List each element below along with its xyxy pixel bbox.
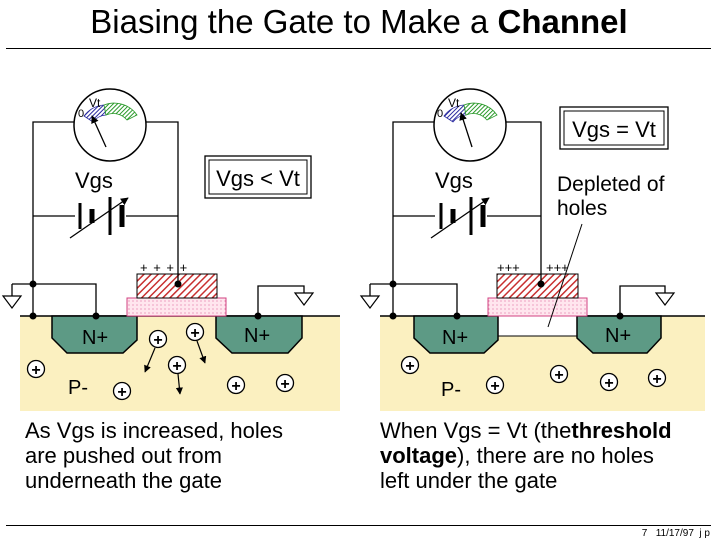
left-condition-text: Vgs < Vt <box>216 166 300 191</box>
svg-text:+: + <box>280 376 289 393</box>
right-caption-line: When Vgs = Vt (thethreshold <box>380 418 672 443</box>
left-holes: + + + + + + + <box>26 322 295 401</box>
depleted-label-line1: Depleted of <box>557 173 665 196</box>
right-gate <box>496 273 579 299</box>
right-source-label: N+ <box>442 327 468 349</box>
hole: + <box>485 375 505 395</box>
hole: + <box>400 355 420 375</box>
hole: + <box>647 368 667 388</box>
hole: + <box>26 359 46 379</box>
right-vgs-label: Vgs <box>435 168 473 193</box>
left-gate-oxide <box>126 297 227 317</box>
svg-text:+: + <box>31 362 40 379</box>
right-voltmeter-icon <box>433 88 507 162</box>
hole: + <box>148 329 168 349</box>
svg-text:+: + <box>153 332 162 349</box>
right-gate-charges-right: +++ <box>546 260 569 275</box>
hole: + <box>167 355 187 375</box>
left-caption-line: underneath the gate <box>25 468 222 493</box>
right-condition-box <box>559 106 669 150</box>
left-caption-line: are pushed out from <box>25 443 222 468</box>
left-gate-charges: + + + + <box>140 260 188 275</box>
svg-text:+: + <box>172 358 181 375</box>
svg-text:+: + <box>231 378 240 395</box>
hole: + <box>549 364 569 384</box>
footer-rule <box>6 525 711 526</box>
svg-text:+: + <box>604 375 613 392</box>
right-battery-icon <box>430 197 490 239</box>
depleted-label-line2: holes <box>557 197 607 220</box>
right-condition-text: Vgs = Vt <box>572 117 656 142</box>
left-meter-vt-label: Vt <box>89 96 101 110</box>
left-vgs-label: Vgs <box>75 168 113 193</box>
right-diagram: 0 Vt Vgs Vgs = Vt Depleted of holes + ++ … <box>359 88 705 411</box>
right-drain-label: N+ <box>605 325 631 347</box>
hole: + <box>185 322 205 342</box>
depleted-pointer <box>547 223 583 328</box>
right-meter-vt-label: Vt <box>448 96 460 110</box>
right-meter-zero-label: 0 <box>437 108 443 120</box>
left-caption: As Vgs is increased, holes are pushed ou… <box>25 418 283 493</box>
svg-text:+: + <box>190 325 199 342</box>
left-drain-label: N+ <box>244 325 270 347</box>
hole: + <box>112 381 132 401</box>
title-rule <box>6 48 711 49</box>
right-depletion-region <box>497 316 577 336</box>
right-holes: + + + + + <box>400 355 667 395</box>
svg-text:+: + <box>405 358 414 375</box>
svg-text:+: + <box>117 384 126 401</box>
left-ground-icon <box>1 295 23 309</box>
svg-text:+: + <box>490 378 499 395</box>
left-caption-line: As Vgs is increased, holes <box>25 418 284 443</box>
right-drain-diffusion <box>576 315 662 354</box>
left-drain-diffusion <box>215 315 303 354</box>
left-condition-box <box>204 155 312 199</box>
svg-text:+: + <box>554 367 563 384</box>
left-substrate-label: P- <box>68 377 88 399</box>
left-source-label: N+ <box>82 327 108 349</box>
right-caption-line: voltage), there are no holes <box>380 443 654 468</box>
right-caption: When Vgs = Vt (thethreshold voltage), th… <box>380 418 672 493</box>
right-substrate-label: P- <box>441 379 461 401</box>
right-drain-ground-icon <box>654 292 676 306</box>
hole: + <box>226 375 246 395</box>
left-drain-ground-icon <box>293 292 315 306</box>
left-voltmeter-icon <box>73 88 147 162</box>
hole: + <box>275 373 295 393</box>
right-caption-line: left under the gate <box>380 468 558 493</box>
slide-footer: 7 11/17/97 j p <box>641 528 710 539</box>
hole: + <box>599 372 619 392</box>
svg-text:+: + <box>652 371 661 388</box>
page-title: Biasing the Gate to Make a Channel <box>90 3 628 40</box>
right-ground-icon <box>359 295 381 309</box>
right-gate-charges-left: +++ <box>497 260 520 275</box>
left-diagram: 0 Vt Vgs Vgs < Vt + + + + N+ N+ P- + + +… <box>1 88 340 411</box>
right-gate-oxide <box>487 297 588 317</box>
left-meter-zero-label: 0 <box>78 108 84 120</box>
left-battery-icon <box>69 197 129 239</box>
